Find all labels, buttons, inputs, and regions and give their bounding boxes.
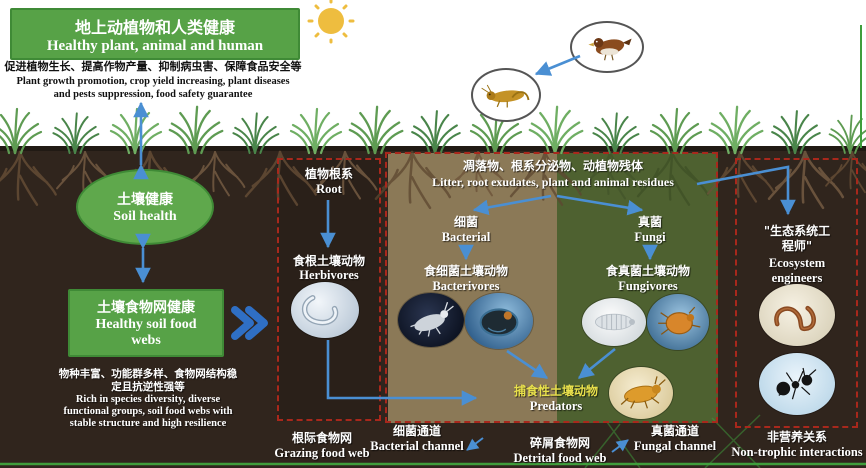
root-label-en: Root [316, 182, 342, 196]
bird-icon [588, 38, 632, 61]
fungivores-label-en: Fungivores [618, 279, 678, 293]
traits-en2: functional groups, soil food webs with [63, 406, 233, 417]
predators-label-cn: 捕食性土壤动物 [513, 384, 598, 398]
bacterial-caption-en: Bacterial channel [370, 439, 464, 453]
fungi-label-en: Fungi [634, 230, 666, 244]
bacterivores-label-en: Bacterivores [432, 279, 500, 293]
traits-en1: Rich in species diversity, diverse [75, 394, 221, 405]
earthworm-icon [774, 305, 816, 332]
soil-foodweb-en2: webs [131, 333, 161, 348]
grazing-caption-cn: 根际食物网 [291, 431, 352, 445]
herbivores-label-cn: 食根土壤动物 [292, 254, 365, 268]
earthworm-oval [759, 284, 835, 346]
root-label-cn: 植物根系 [304, 167, 353, 181]
protozoa-oval [465, 293, 533, 349]
nontrophic-caption-cn: 非营养关系 [766, 430, 827, 444]
predator-insect-icon [620, 376, 666, 409]
detrital-caption-en: Detrital food web [513, 451, 607, 465]
soil-health-cn: 土壤健康 [117, 192, 173, 208]
herbivores-label-en: Herbivores [299, 268, 359, 282]
nematode-oval [291, 282, 359, 338]
aboveground-title-en: Healthy plant, animal and human [46, 37, 264, 54]
bacterivores-label-cn: 食细菌土壤动物 [423, 264, 508, 278]
traits-cn2: 定且抗逆性强等 [111, 381, 185, 393]
soil-health-en: Soil health [113, 209, 177, 224]
soil-foodweb-health-box: 土壤食物网健康 Healthy soil food webs [68, 289, 224, 357]
grazing-caption-en: Grazing food web [274, 446, 370, 460]
nontrophic-caption-en: Non-trophic interactions [731, 445, 863, 459]
soil-surface-line [0, 146, 866, 151]
arrow-bird-grasshopper [534, 54, 581, 76]
fungal-caption-en: Fungal channel [633, 439, 717, 453]
grasshopper-circle [473, 70, 539, 120]
soil-foodweb-cn: 土壤食物网健康 [97, 300, 195, 316]
engineers-label-cn1: "生态系统工 [763, 224, 831, 238]
ant-icon [776, 367, 817, 400]
nematode-icon [302, 295, 339, 326]
traits-cn1: 物种丰富、功能群多样、食物网结构稳 [58, 368, 238, 380]
grub-oval [582, 298, 646, 346]
fungivores-label-cn: 食真菌土壤动物 [605, 264, 690, 278]
soil-health-ellipse: 土壤健康 Soil health [76, 169, 214, 245]
litter-label-cn: 凋落物、根系分泌物、动植物残体 [462, 159, 643, 173]
mite-icon [658, 306, 701, 335]
aboveground-health-box: 地上动植物和人类健康 Healthy plant, animal and hum… [10, 8, 300, 60]
grasshopper-icon [481, 84, 530, 108]
fungi-label-cn: 真菌 [637, 215, 662, 229]
benefits-text-en2: and pests suppression, food safety guara… [53, 89, 253, 100]
predators-label-en: Predators [529, 399, 583, 413]
bacterial-caption-cn: 细菌通道 [392, 424, 441, 438]
ant-oval [759, 353, 835, 415]
bacteria-label-cn: 细菌 [453, 215, 478, 229]
sun-icon [307, 0, 355, 44]
engineers-label-en2: engineers [771, 271, 823, 285]
protozoa-icon [479, 308, 519, 337]
litter-label-en: Litter, root exudates, plant and animal … [432, 175, 674, 189]
traits-en3: stable structure and high resilience [69, 418, 227, 429]
springtail-oval [398, 293, 464, 347]
engineers-label-cn2: 程师" [781, 239, 813, 253]
predator-oval [609, 367, 673, 419]
soil-foodweb-en1: Healthy soil food [95, 317, 197, 332]
springtail-icon [410, 301, 454, 337]
benefits-text-cn: 促进植物生长、提高作物产量、抑制病虫害、保障食品安全等 [4, 60, 302, 73]
aboveground-title-cn: 地上动植物和人类健康 [74, 17, 235, 37]
benefits-text-en1: Plant growth promotion, crop yield incre… [16, 76, 290, 87]
detrital-caption-cn: 碎屑食物网 [529, 436, 590, 450]
grub-icon [594, 313, 635, 331]
fungal-caption-cn: 真菌通道 [650, 424, 699, 438]
bird-circle [572, 23, 642, 71]
mite-oval [647, 294, 709, 350]
bacteria-label-en: Bacterial [441, 230, 491, 244]
engineers-label-en1: Ecosystem [768, 256, 826, 270]
